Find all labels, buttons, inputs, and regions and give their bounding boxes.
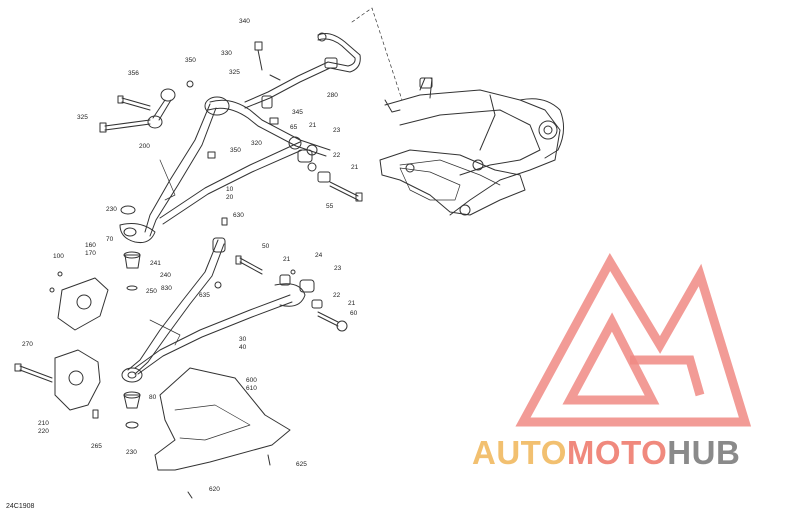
- part-label: 10: [226, 186, 234, 193]
- part-label: 23: [333, 127, 341, 134]
- part-label: 30: [239, 336, 247, 343]
- fasteners-lower: [214, 217, 348, 332]
- upper-a-arm: [119, 96, 331, 243]
- part-label: 160: [85, 242, 96, 249]
- part-label: 600: [246, 377, 257, 384]
- part-label: 630: [233, 212, 244, 219]
- part-label: 625: [296, 461, 307, 468]
- part-label: 270: [22, 341, 33, 348]
- brand-part-moto: MOTO: [566, 434, 668, 471]
- part-label: 830: [161, 285, 172, 292]
- part-label: 80: [149, 394, 157, 401]
- part-label: 356: [128, 70, 139, 77]
- part-label: 21: [348, 300, 356, 307]
- part-label: 170: [85, 250, 96, 257]
- ball-joints: [120, 205, 141, 429]
- part-label: 220: [38, 428, 49, 435]
- part-label: 60: [350, 310, 358, 317]
- part-label: 23: [334, 265, 342, 272]
- part-label: 100: [53, 253, 64, 260]
- part-label: 265: [91, 443, 102, 450]
- part-label: 620: [209, 486, 220, 493]
- stabilizer-link: [147, 88, 176, 129]
- knuckle: [14, 271, 109, 419]
- part-label: 210: [38, 420, 49, 427]
- part-label: 635: [199, 292, 210, 299]
- part-label: 320: [251, 140, 262, 147]
- brand-part-auto: AUTO: [472, 434, 567, 471]
- part-label: 24: [315, 252, 323, 259]
- diagram-code: 24C1908: [6, 503, 35, 510]
- watermark-logo: [515, 252, 752, 427]
- part-label: 230: [106, 206, 117, 213]
- part-label: 22: [333, 152, 341, 159]
- part-label: 55: [326, 203, 334, 210]
- part-label: 21: [309, 122, 317, 129]
- part-label: 200: [139, 143, 150, 150]
- part-label: 350: [230, 147, 241, 154]
- skid-plate: [154, 367, 291, 499]
- stabilizer-bar: [244, 32, 361, 109]
- leader-line: [351, 7, 403, 101]
- part-label: 241: [150, 260, 161, 267]
- part-label: 22: [333, 292, 341, 299]
- part-label: 325: [229, 69, 240, 76]
- part-label: 325: [77, 114, 88, 121]
- part-label: 50: [262, 243, 270, 250]
- part-label: 230: [126, 449, 137, 456]
- part-label: 340: [239, 18, 250, 25]
- part-label: 70: [106, 236, 114, 243]
- part-label: 240: [160, 272, 171, 279]
- part-label: 350: [185, 57, 196, 64]
- part-label: 65: [290, 124, 298, 131]
- assembled-view: [379, 77, 564, 216]
- part-label: 40: [239, 344, 247, 351]
- part-label: 21: [283, 256, 291, 263]
- part-label: 610: [246, 385, 257, 392]
- lower-a-arm: [121, 237, 306, 383]
- brand-part-hub: HUB: [667, 434, 741, 471]
- fasteners-upper: [99, 41, 363, 202]
- part-label: 21: [351, 164, 359, 171]
- part-label: 280: [327, 92, 338, 99]
- part-label: 20: [226, 194, 234, 201]
- part-label: 345: [292, 109, 303, 116]
- brand-wordmark: AUTOMOTOHUB: [472, 434, 740, 472]
- part-label: 250: [146, 288, 157, 295]
- part-label: 330: [221, 50, 232, 57]
